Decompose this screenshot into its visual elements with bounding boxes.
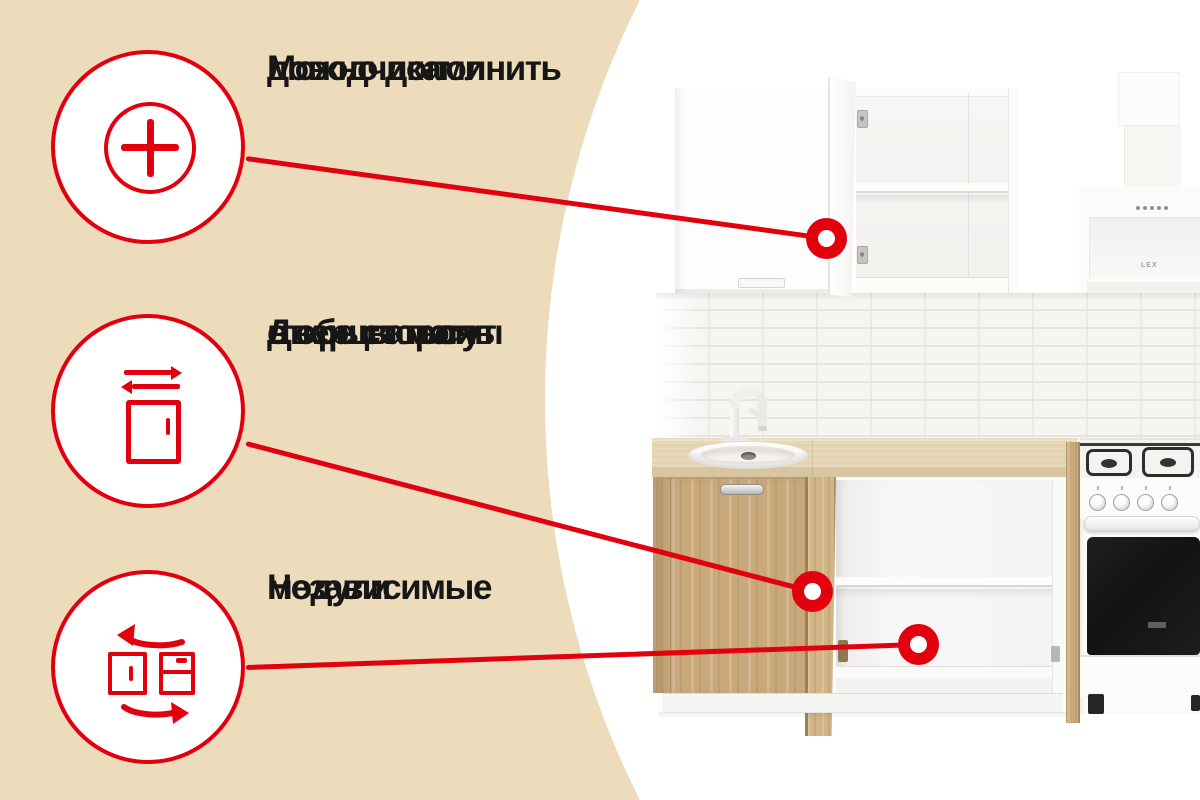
base-cabinet-under-panel	[836, 678, 1052, 693]
hood-button	[1150, 206, 1154, 210]
arrow-left-icon	[132, 384, 180, 389]
rotate-arrow-bottom-icon	[121, 702, 189, 724]
wall-cabinet-hinge-top	[857, 110, 868, 128]
faucet-gooseneck	[730, 387, 767, 411]
base-cabinet-right-panel	[1052, 480, 1065, 693]
module-door-handle-icon	[129, 666, 133, 681]
base-cabinet-side-seam	[670, 477, 671, 693]
wall-cabinet-open-door	[828, 77, 856, 297]
module-drawer-divider	[159, 670, 195, 674]
faucet-base	[722, 437, 747, 443]
countertop-seam	[812, 438, 813, 477]
stove-knob	[1137, 494, 1154, 511]
base-cabinet-hinge-right	[1051, 646, 1060, 662]
stove-knob	[1113, 494, 1130, 511]
faucet-pipe	[730, 408, 739, 441]
base-cabinet-open-interior	[836, 480, 1065, 693]
callout-marker-soft-close	[805, 217, 847, 259]
plus-circle-icon	[104, 102, 196, 194]
plinth	[662, 693, 1063, 713]
oven-window	[1087, 537, 1200, 655]
marker-hole	[803, 582, 821, 600]
base-cabinet-handle	[720, 484, 764, 495]
callout-marker-modules	[897, 623, 939, 665]
hood-button	[1164, 206, 1168, 210]
stove-control-panel	[1080, 478, 1200, 518]
faucet-spout-tip	[758, 426, 767, 431]
stove-knob	[1089, 494, 1106, 511]
wall-cabinet-right-panel	[1008, 88, 1018, 293]
marker-hole	[909, 635, 927, 653]
label-line: Независимые	[267, 568, 492, 607]
module-drawer-handle-icon	[176, 658, 187, 663]
hood-duct-lower	[1124, 126, 1181, 186]
feature-badge-soft-close	[51, 50, 245, 244]
arrow-right-head	[171, 365, 182, 380]
stove-lower-drawer	[1080, 655, 1200, 697]
arrow-right-icon	[124, 370, 172, 375]
sink-drain	[741, 452, 756, 460]
cabinet-door-handle-icon	[166, 418, 170, 435]
wall-cabinet-open-carcass	[856, 88, 1018, 293]
wall-cabinet-hinge-bottom	[857, 246, 868, 264]
stove-burner-right	[1142, 447, 1194, 477]
wall-cabinet-top-edge	[856, 88, 1018, 97]
base-cabinet-hinge-left	[838, 640, 848, 662]
plus-icon	[146, 118, 154, 177]
module-door-icon	[108, 652, 147, 695]
stove-grate-rail	[1080, 443, 1200, 446]
cabinet-door-icon	[126, 400, 181, 464]
wall-cabinet-bottom-panel	[856, 277, 1018, 293]
wall-cabinet-shelf-shadow	[856, 195, 1008, 204]
base-cabinet-bottom-panel	[836, 666, 1052, 678]
hood-bottom-strip	[1087, 282, 1200, 293]
rotate-arrow-top-icon	[117, 624, 185, 649]
hood-button	[1143, 206, 1147, 210]
hood-duct-upper	[1118, 72, 1180, 126]
label-line: Можно дополнить	[267, 49, 562, 88]
hood-glass-panel	[1089, 217, 1200, 278]
hood-logo: LEX	[1141, 262, 1158, 269]
gas-stove	[1080, 438, 1200, 714]
hood-button	[1136, 206, 1140, 210]
oven-handle	[1084, 516, 1200, 531]
hood-button	[1157, 206, 1161, 210]
label-line: Дверцы могут	[267, 313, 497, 352]
wall-cabinet-closed	[675, 88, 828, 293]
stove-burner-left	[1086, 449, 1132, 476]
label-line: в обе стороны	[267, 313, 504, 352]
label-line: доводчиками	[267, 49, 486, 88]
stove-foot	[1088, 694, 1104, 714]
brick-top-shadow	[656, 293, 1200, 301]
arrow-left-head	[121, 379, 132, 394]
range-hood: LEX	[1079, 186, 1200, 293]
base-cabinet-shelf	[836, 577, 1052, 587]
stove-cooktop	[1080, 438, 1200, 478]
feature-badge-doors	[51, 314, 245, 508]
label-line: модули	[267, 568, 391, 607]
side-panel-wood	[1066, 442, 1080, 723]
feature-badge-modules	[51, 570, 245, 764]
wall-cabinet-handle	[738, 278, 785, 288]
callout-marker-doors	[791, 570, 833, 612]
marker-hole	[817, 229, 835, 247]
stove-foot	[1191, 695, 1200, 711]
floor-shadow	[658, 712, 1070, 719]
label-line: открываться	[267, 313, 478, 352]
stove-knob	[1161, 494, 1178, 511]
wall-cabinet-shelf	[856, 183, 1008, 193]
oven-logo-plate	[1148, 622, 1166, 628]
base-cabinet-shelf-shadow	[836, 589, 1052, 598]
